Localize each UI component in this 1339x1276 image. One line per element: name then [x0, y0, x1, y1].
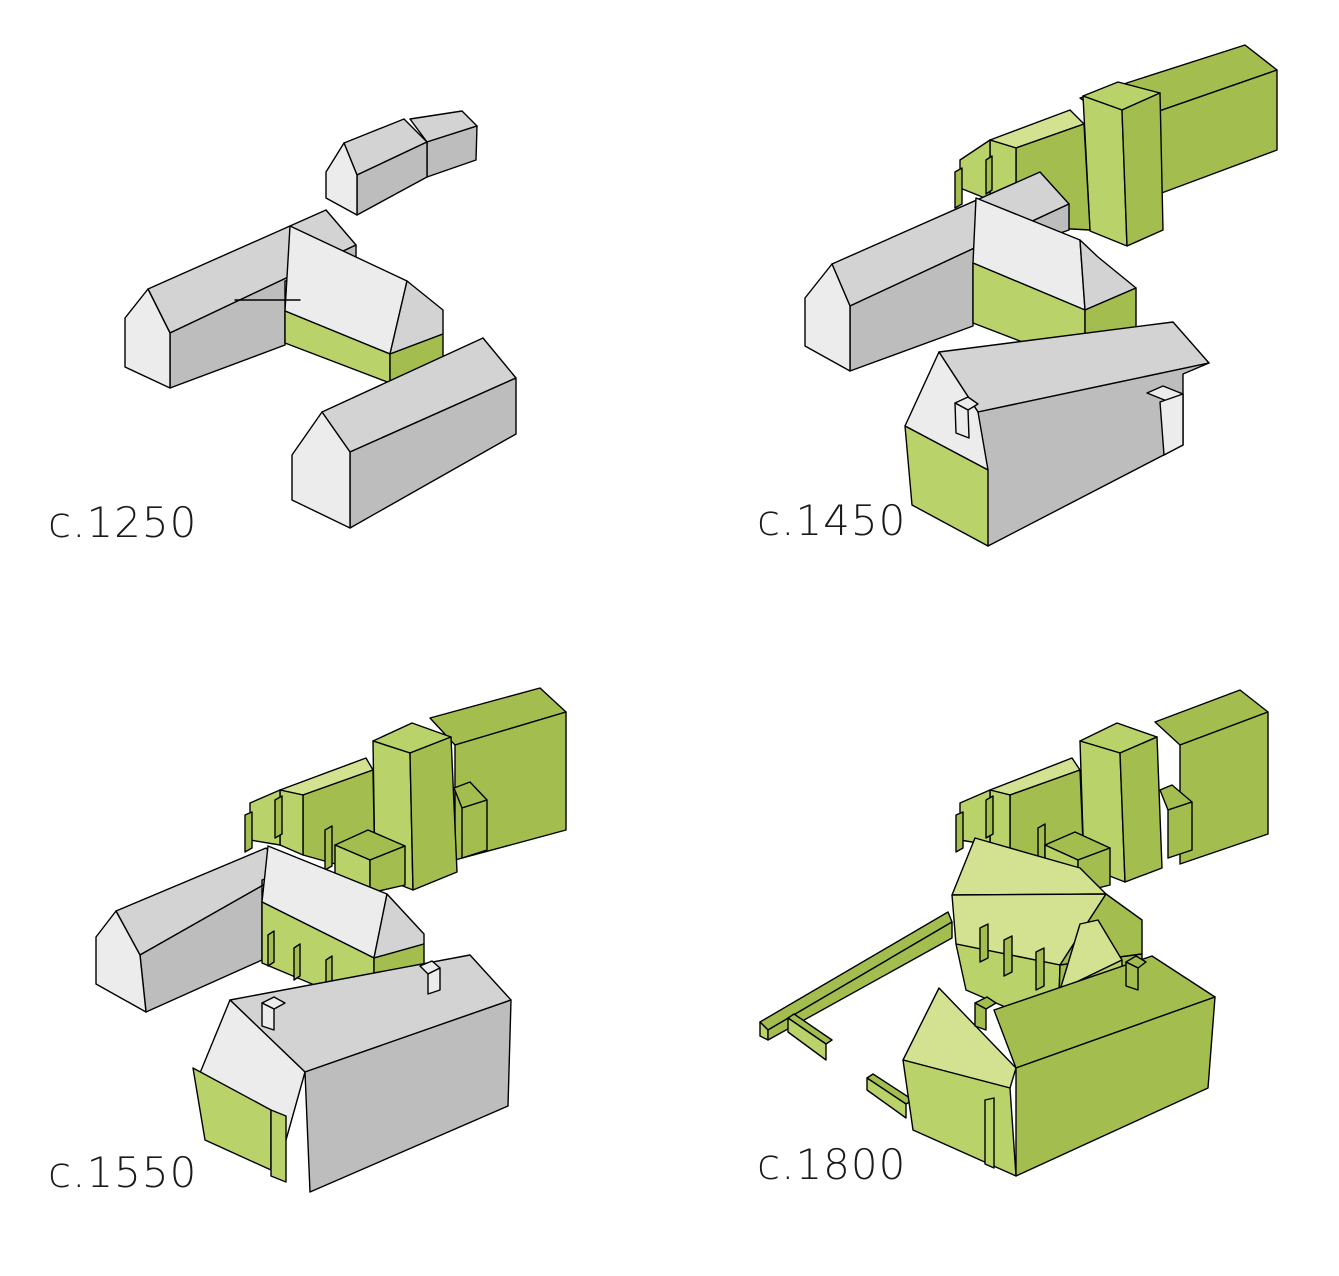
building-face	[409, 736, 458, 891]
building-face	[324, 825, 333, 871]
building-face	[325, 142, 358, 216]
building-face	[274, 795, 283, 839]
building-face	[954, 402, 970, 439]
building-face	[1119, 736, 1163, 883]
panel-c1550	[95, 299, 567, 1193]
building-face	[270, 1109, 287, 1183]
building-face	[955, 811, 964, 853]
building-face	[1125, 961, 1139, 991]
phase-label-c1800: c.1800	[757, 1140, 907, 1189]
building-face	[1167, 801, 1193, 859]
building-face	[787, 1017, 827, 1061]
building-face	[267, 930, 275, 967]
building-face	[261, 1002, 275, 1031]
building-face	[767, 921, 953, 1041]
building-face	[279, 789, 304, 856]
building-face	[985, 155, 993, 195]
building-face	[974, 1002, 987, 1031]
building-face	[979, 923, 989, 963]
building-face	[985, 795, 994, 839]
building-face	[1035, 947, 1045, 991]
panel-c1250	[124, 110, 517, 529]
building-face	[244, 811, 253, 853]
building-face	[124, 288, 171, 389]
building-face	[291, 411, 351, 529]
building-face	[984, 1097, 995, 1169]
phase-label-c1550: c.1550	[48, 1148, 198, 1197]
building-face	[904, 425, 989, 547]
building-face	[1015, 996, 1216, 1177]
phase-label-c1450: c.1450	[757, 496, 907, 545]
building-face	[954, 167, 963, 209]
building-face	[1121, 92, 1164, 247]
phase-label-c1250: c.1250	[48, 498, 198, 547]
building-face	[369, 845, 406, 894]
building-face	[1159, 393, 1184, 456]
panel-c1450	[804, 44, 1278, 547]
building-face	[759, 911, 953, 1031]
building-face	[461, 799, 488, 859]
building-face	[95, 910, 147, 1013]
building-face	[293, 943, 301, 981]
panel-c1800	[759, 689, 1269, 1177]
building-face	[304, 999, 512, 1193]
building-face	[866, 1077, 907, 1119]
building-face	[804, 263, 851, 372]
building-face	[1003, 935, 1013, 977]
building-face	[427, 967, 441, 995]
